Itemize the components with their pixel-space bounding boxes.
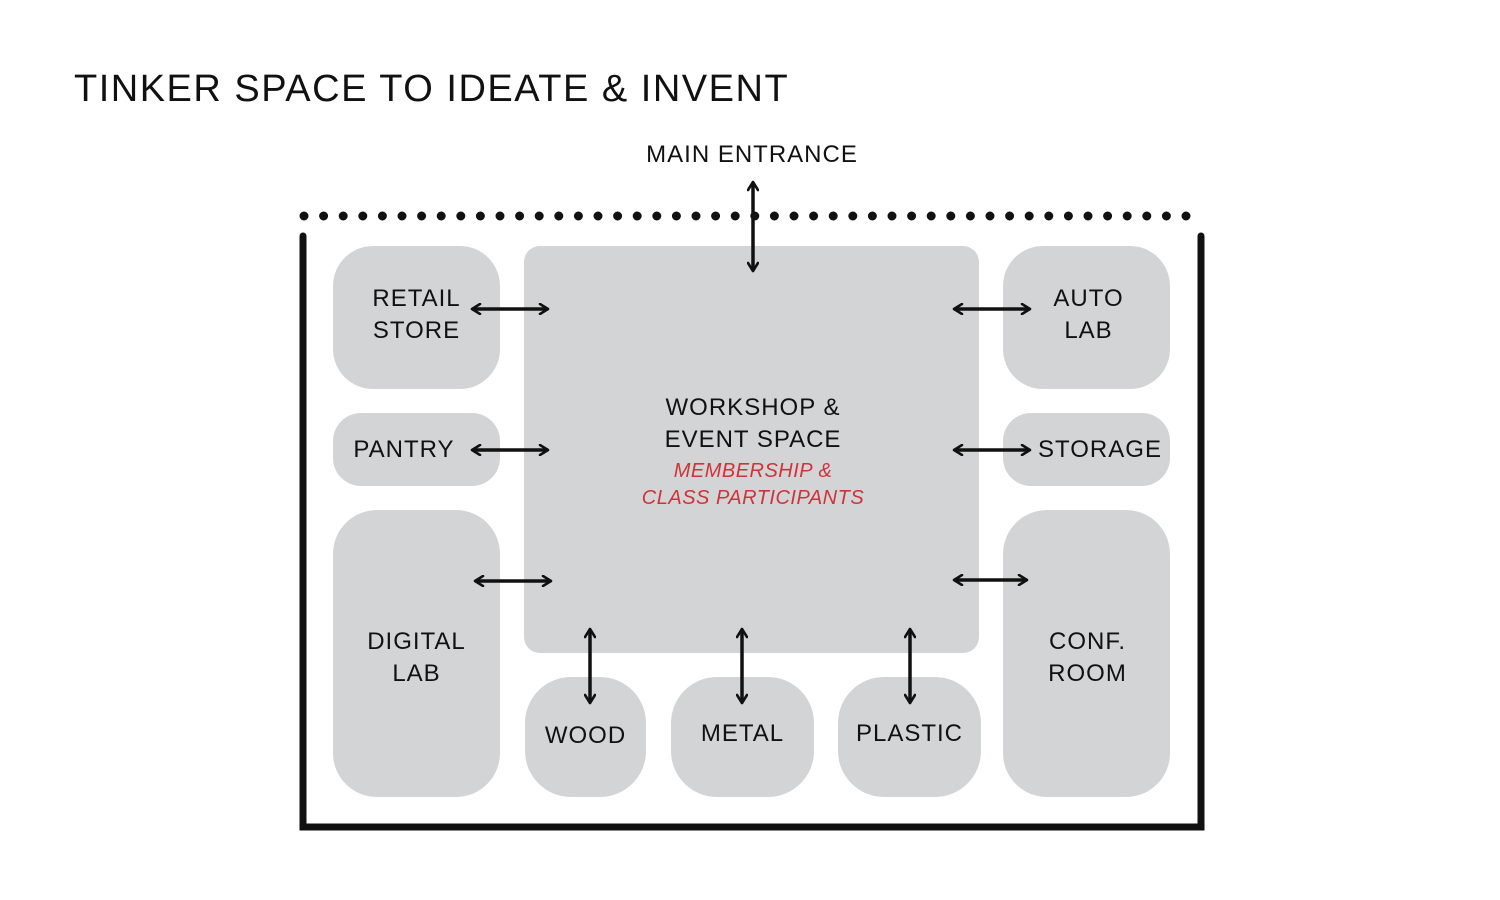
diagram-title: TINKER SPACE TO IDEATE & INVENT (74, 68, 790, 110)
auto-lab-room (1003, 246, 1170, 389)
storage-label: STORAGE (1038, 436, 1162, 463)
plastic-label: PLASTIC (855, 720, 964, 747)
retail-store-room (333, 246, 500, 389)
digital-lab-room (333, 510, 500, 797)
building-wall (299, 232, 1205, 831)
conf-room (1003, 510, 1170, 797)
wood-label: WOOD (544, 722, 627, 749)
workshop-event-space-room (524, 246, 979, 653)
conf-room-label: CONF.ROOM (1048, 628, 1127, 687)
workshop-subtitle: MEMBERSHIP &CLASS PARTICIPANTS (641, 460, 865, 509)
metal-label: METAL (700, 720, 785, 747)
pantry-label: PANTRY (353, 436, 455, 463)
main-entrance-label: MAIN ENTRANCE (646, 141, 858, 168)
workshop-label: WORKSHOP &EVENT SPACE (664, 394, 842, 453)
